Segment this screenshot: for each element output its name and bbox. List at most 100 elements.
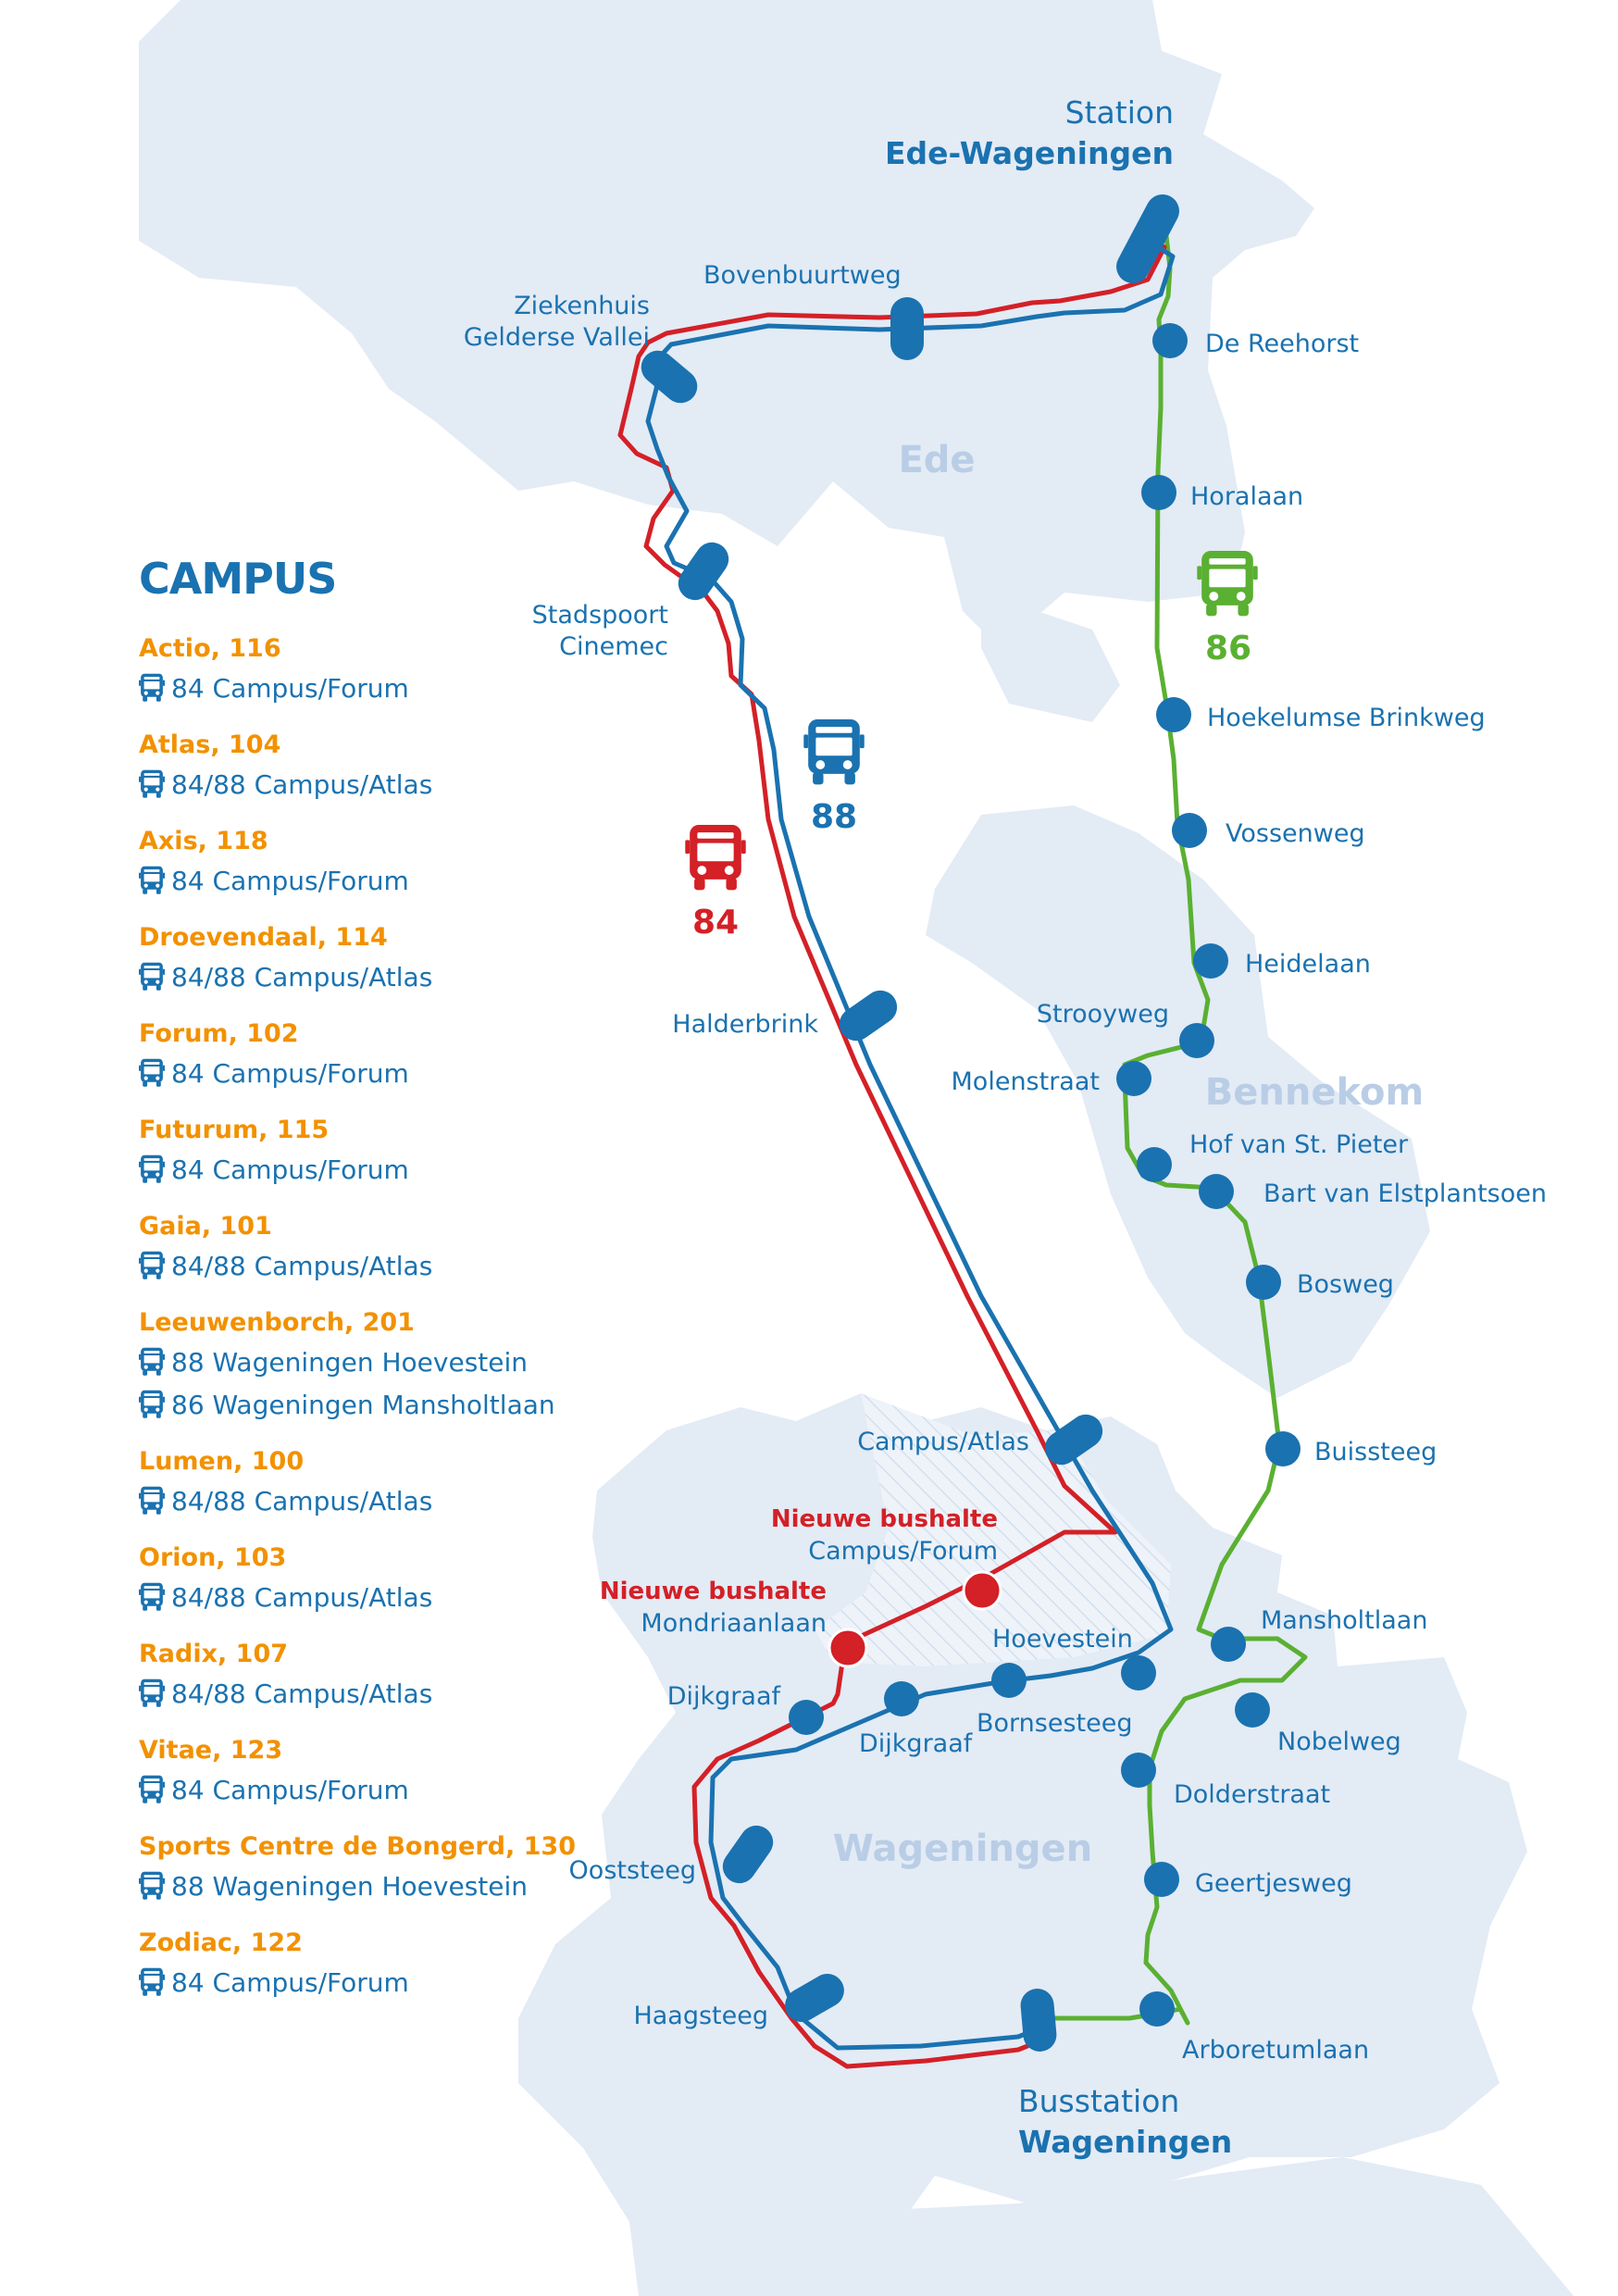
bus-connection: 84/88 Campus/Atlas	[139, 1672, 657, 1715]
stop-dot-icon	[1152, 323, 1188, 358]
route-84-badge: 84	[685, 825, 746, 942]
land-south	[629, 2157, 1574, 2296]
capsule-stop-icon	[1020, 1989, 1057, 2052]
town-bennekom: Bennekom	[1205, 1071, 1424, 1114]
stop-label-ziekenhuis-1: Ziekenhuis	[514, 292, 650, 320]
stop-label-new-1: Nieuwe bushalte	[771, 1505, 998, 1533]
bus-icon	[139, 1486, 165, 1516]
bus-icon	[139, 1058, 165, 1088]
stop-label-dijkgraaf-west: Dijkgraaf	[667, 1682, 782, 1711]
new-stop-mondriaanlaan-icon	[828, 1628, 868, 1668]
stop-label-heidelaan: Heidelaan	[1245, 950, 1371, 979]
bus-icon	[139, 673, 165, 703]
bus-connection: 84/88 Campus/Atlas	[139, 955, 657, 998]
building-name: Droevendaal, 114	[139, 923, 388, 952]
bus-connection-text: 84/88 Campus/Atlas	[171, 1485, 433, 1516]
stop-label-horalaan: Horalaan	[1190, 482, 1303, 511]
capsule-stop-icon	[678, 542, 729, 601]
campus-title: CAMPUS	[139, 554, 337, 604]
route-88-line	[645, 231, 1176, 2051]
stop-label-ooststeeg: Ooststeeg	[569, 1856, 696, 1885]
building-name: Axis, 118	[139, 827, 268, 855]
bus-icon	[139, 1251, 165, 1280]
stop-label-buissteeg: Buissteeg	[1314, 1438, 1437, 1466]
station-wageningen-line2: Wageningen	[1018, 2124, 1232, 2160]
stop-label-de-reehorst: De Reehorst	[1205, 330, 1359, 358]
stop-dot-icon	[1172, 813, 1207, 848]
stop-dot-icon	[1235, 1692, 1270, 1728]
stop-dot-icon	[1121, 1753, 1156, 1788]
bus-connection: 84 Campus/Forum	[139, 1052, 657, 1094]
bus-connection-text: 84/88 Campus/Atlas	[171, 1250, 433, 1281]
bus-icon	[139, 962, 165, 992]
building-name: Atlas, 104	[139, 730, 281, 759]
stop-dot-icon	[1139, 1991, 1175, 2027]
station-ede-line1: Station	[1065, 94, 1174, 131]
stop-label-vossenweg: Vossenweg	[1226, 819, 1365, 848]
bus-icon	[139, 1967, 165, 1997]
stop-dot-icon	[1156, 697, 1191, 732]
bus-connection: 84 Campus/Forum	[139, 1148, 657, 1191]
building-name: Gaia, 101	[139, 1212, 272, 1241]
stop-label-ziekenhuis-2: Gelderse Vallei	[464, 323, 650, 352]
bus-icon	[139, 1390, 165, 1419]
route-86-badge: 86	[1197, 551, 1258, 668]
bus-icon	[139, 1775, 165, 1804]
land-area	[139, 0, 1574, 2296]
campus-entry: Forum, 102 84 Campus/Forum	[139, 1017, 657, 1094]
capsule-stop-icon	[839, 990, 898, 1042]
bus-connection-text: 88 Wageningen Hoevestein	[171, 1870, 529, 1902]
stop-dot-icon	[1246, 1265, 1281, 1300]
bus-icon	[803, 719, 865, 785]
station-ede-line2: Ede-Wageningen	[885, 135, 1174, 171]
bus-connection-text: 84 Campus/Forum	[171, 1966, 409, 1998]
campus-entry: Radix, 107 84/88 Campus/Atlas	[139, 1637, 657, 1715]
bus-connection-text: 84 Campus/Forum	[171, 672, 409, 704]
building-name: Radix, 107	[139, 1640, 289, 1668]
stop-label-halderbrink: Halderbrink	[672, 1010, 818, 1039]
stop-dot-icon	[1141, 475, 1176, 510]
building-name: Sports Centre de Bongerd, 130	[139, 1832, 576, 1861]
stop-label-stadspoort-1: Stadspoort	[532, 601, 668, 630]
bus-icon	[139, 769, 165, 799]
station-wageningen-line1: Busstation	[1018, 2083, 1179, 2119]
stop-label-mansholtlaan: Mansholtlaan	[1261, 1606, 1427, 1635]
bus-icon	[1197, 551, 1258, 617]
bus-connection-text: 84 Campus/Forum	[171, 865, 409, 896]
stop-label-strooyweg: Strooyweg	[1037, 1000, 1169, 1029]
bus-connection: 84/88 Campus/Atlas	[139, 763, 657, 805]
bus-connection: 84/88 Campus/Atlas	[139, 1244, 657, 1287]
stop-label-bosweg: Bosweg	[1297, 1270, 1394, 1299]
campus-entry: Atlas, 104 84/88 Campus/Atlas	[139, 728, 657, 805]
bus-icon	[139, 866, 165, 895]
bus-connection-text: 84 Campus/Forum	[171, 1774, 409, 1805]
stop-label-bart-van-elstplantsoen: Bart van Elstplantsoen	[1263, 1179, 1547, 1208]
bus-icon	[685, 825, 746, 891]
bus-connection: 86 Wageningen Mansholtlaan	[139, 1383, 657, 1426]
land-wageningen	[518, 1393, 1527, 2259]
bus-icon	[139, 1154, 165, 1184]
town-ede: Ede	[898, 439, 975, 481]
stop-dot-icon	[1116, 1061, 1151, 1096]
campus-area	[815, 1393, 1171, 1666]
new-stop-campus-forum-icon	[962, 1570, 1002, 1611]
town-wageningen: Wageningen	[833, 1828, 1092, 1870]
route-86-line	[1025, 227, 1308, 2026]
bus-connection-text: 84 Campus/Forum	[171, 1057, 409, 1089]
route-88-badge: 88	[803, 719, 865, 836]
stop-dot-icon	[1137, 1147, 1172, 1182]
bus-connection-text: 86 Wageningen Mansholtlaan	[171, 1389, 555, 1420]
stop-label-stadspoort-2: Cinemec	[559, 632, 668, 661]
bus-connection-text: 84/88 Campus/Atlas	[171, 1581, 433, 1613]
building-name: Forum, 102	[139, 1019, 299, 1048]
stop-label-nobelweg: Nobelweg	[1277, 1728, 1401, 1756]
bus-connection: 88 Wageningen Hoevestein	[139, 1865, 657, 1907]
stop-dot-icon	[991, 1663, 1027, 1698]
bus-connection-text: 84 Campus/Forum	[171, 1154, 409, 1185]
